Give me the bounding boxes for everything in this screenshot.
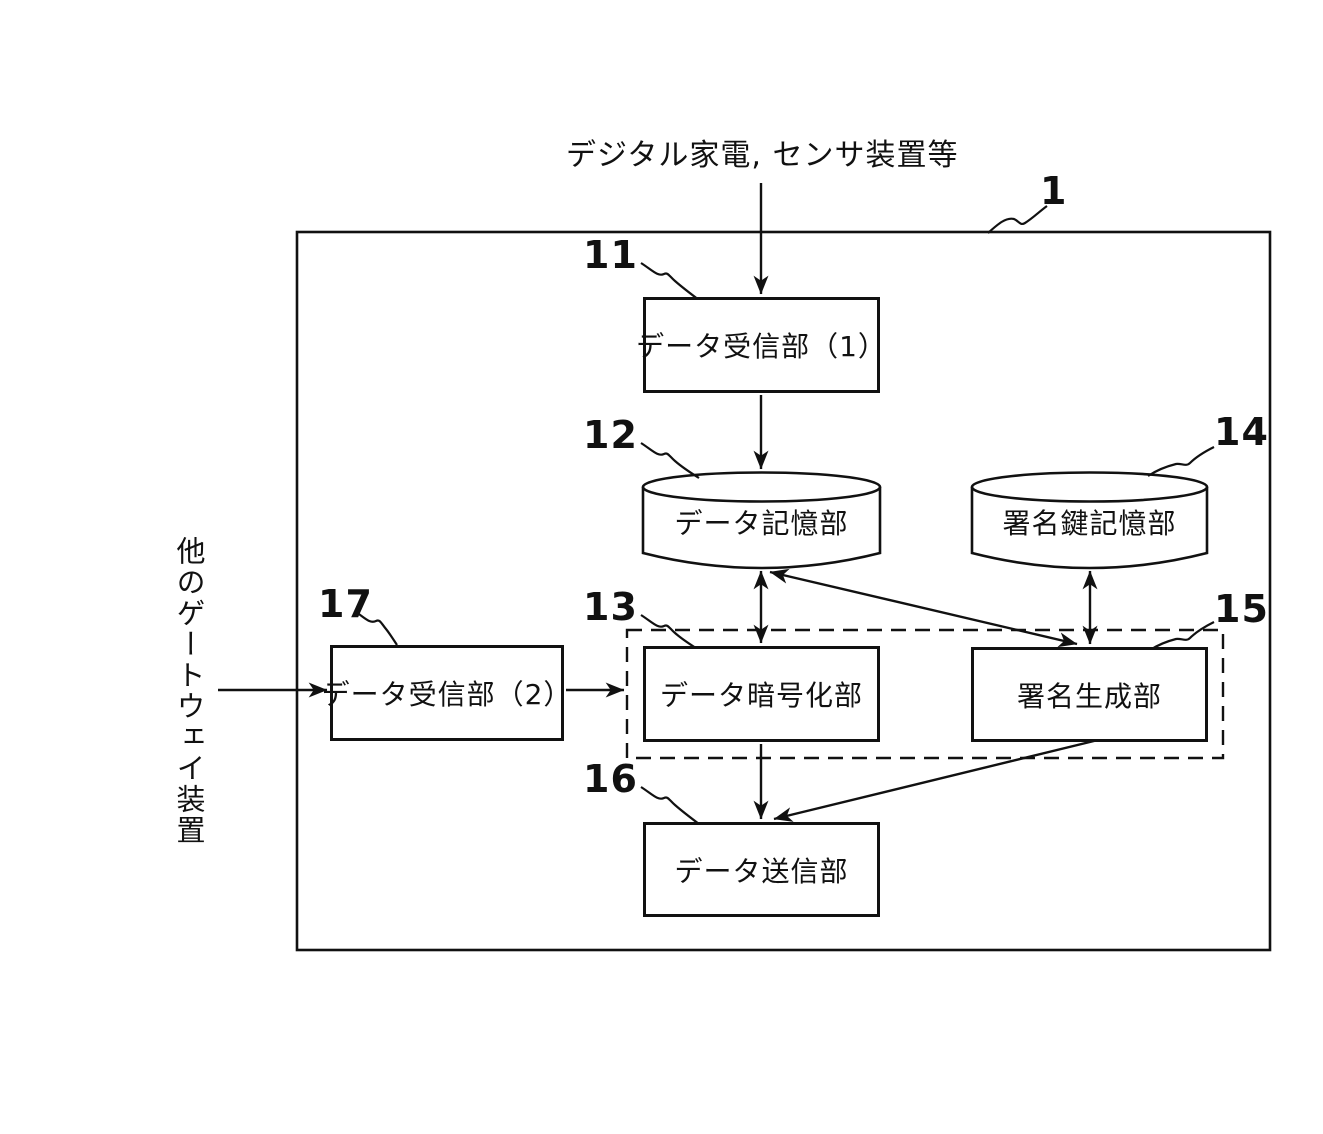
top-source-label: デジタル家電, センサ装置等 <box>566 138 959 173</box>
block-signature-generation: 署名生成部 <box>971 647 1208 742</box>
leader-ref-13 <box>640 614 700 651</box>
block-signature-key-storage-label: 署名鍵記憶部 <box>1002 507 1177 540</box>
block-data-encryption: データ暗号化部 <box>643 646 880 742</box>
block-signature-generation-label: 署名生成部 <box>1016 679 1162 713</box>
signature-key-storage-cylinder-body <box>970 487 1209 570</box>
block-data-receiver-2-label: データ受信部（2） <box>321 678 573 711</box>
left-source-label: 他のゲートウェイ装置 <box>172 536 206 846</box>
block-signature-key-storage: 署名鍵記憶部 <box>972 490 1207 554</box>
leader-ref-12 <box>640 442 700 479</box>
leader-ref-14 <box>1147 446 1215 477</box>
ref-numeral-16: 16 <box>583 757 638 801</box>
data-storage-cylinder-body <box>641 487 882 570</box>
ref-numeral-14: 14 <box>1214 410 1269 454</box>
ref-numeral-1: 1 <box>1040 169 1068 213</box>
leader-ref-17 <box>355 611 398 646</box>
ref-numeral-12: 12 <box>583 413 638 457</box>
data-storage-cylinder-top <box>641 471 882 503</box>
block-data-storage-label: データ記憶部 <box>674 507 849 540</box>
block-data-transmission-label: データ送信部 <box>674 854 849 888</box>
signature-key-storage-cylinder-top <box>970 471 1209 503</box>
block-data-storage: データ記憶部 <box>643 490 880 554</box>
block-data-encryption-label: データ暗号化部 <box>659 679 863 712</box>
arrow-signature-to-transmission <box>773 738 1099 822</box>
block-data-transmission: データ送信部 <box>643 822 880 917</box>
ref-numeral-13: 13 <box>583 585 638 629</box>
leader-ref-1 <box>987 205 1048 234</box>
leader-ref-15 <box>1149 621 1215 651</box>
block-data-receiver-2: データ受信部（2） <box>322 645 571 741</box>
double-arrow-storage-signature <box>769 568 1078 648</box>
leader-ref-11 <box>640 262 700 301</box>
ref-numeral-17: 17 <box>318 582 373 626</box>
ref-numeral-15: 15 <box>1214 587 1269 631</box>
block-data-receiver-1-label: データ受信部（1） <box>636 330 887 363</box>
ref-numeral-11: 11 <box>583 233 638 277</box>
gateway-device-outline <box>295 230 1272 952</box>
block-data-receiver-1: データ受信部（1） <box>636 297 886 393</box>
leader-ref-16 <box>640 786 700 825</box>
